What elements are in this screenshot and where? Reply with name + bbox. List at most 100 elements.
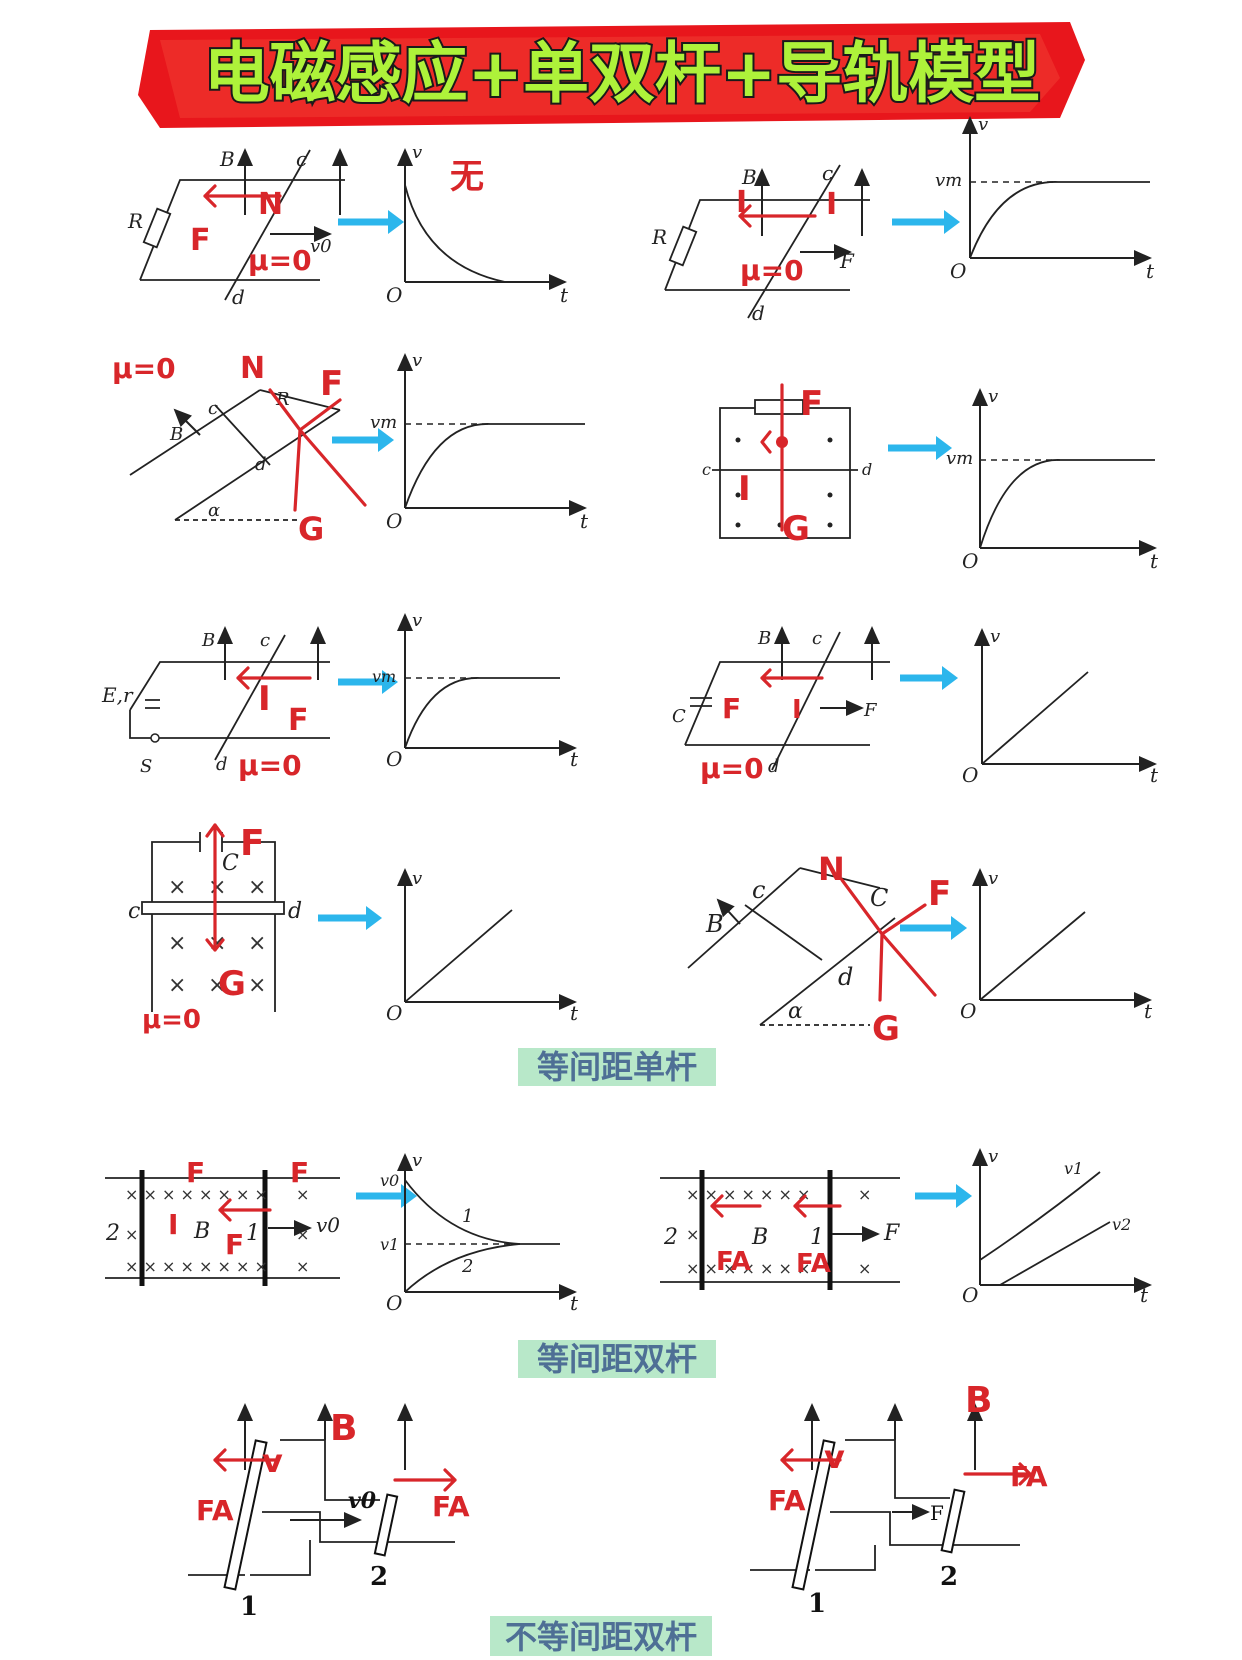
- cyan-arrowhead-5: [382, 670, 398, 694]
- axis-O3: O: [386, 509, 402, 533]
- graph-linear-1: v t O: [962, 626, 1159, 787]
- label-S: S: [140, 756, 152, 777]
- cyan-arrowhead-1: [388, 210, 404, 234]
- section-double-rod: 等间距双杆: [518, 1340, 716, 1378]
- label-Er: E,r: [101, 683, 134, 707]
- hw-FA-10a: FA: [716, 1247, 751, 1277]
- axis-O5: O: [386, 747, 402, 771]
- axis-v10: v: [988, 1146, 998, 1167]
- hw-B-12: B: [965, 1380, 992, 1421]
- label-B9: B: [193, 1219, 210, 1244]
- axis-O6: O: [962, 763, 978, 787]
- hw-I-6: I: [792, 695, 802, 725]
- axis-t7: t: [570, 1001, 579, 1025]
- label-F6: F: [863, 700, 878, 721]
- axis-v6: v: [990, 626, 1000, 647]
- graph-linear-2: v t O: [386, 868, 579, 1025]
- svg-text:× × × × × × ×: × × × × × × ×: [686, 1259, 810, 1278]
- svg-text:×: ×: [168, 973, 186, 998]
- label-B5: B: [201, 630, 215, 651]
- axis-O10: O: [962, 1283, 978, 1307]
- label-C8: C: [870, 884, 888, 912]
- hw-N-8: N: [818, 850, 845, 888]
- axis-O4: O: [962, 549, 978, 573]
- diagram-r-rails-f: R B c d F I I μ=0: [651, 161, 870, 325]
- label-R3: R: [275, 389, 290, 410]
- cyan-arrowhead-2: [944, 210, 960, 234]
- hw-F-9b: F: [290, 1156, 309, 1189]
- graph-linear-3: v t O: [960, 868, 1153, 1023]
- diagram-double-rods-v0: × × × × × × × × × × × × × × × × × ××× 2 …: [105, 1156, 340, 1286]
- axis-O7: O: [386, 1001, 402, 1025]
- hw-mu0-2: μ=0: [740, 254, 804, 287]
- axis-O9: O: [386, 1291, 402, 1315]
- hw-mu0-5: μ=0: [238, 749, 302, 782]
- label-rod-1c: 1: [240, 1592, 258, 1622]
- label-alpha8: α: [788, 999, 803, 1024]
- hw-I-2: I: [826, 187, 837, 222]
- diagram-double-rods-f: × × × × × × × × × × × × × × × ×× 2 1 B F…: [660, 1170, 900, 1290]
- diagram-unequal-f: 1 2 F B v FA FA: [750, 1380, 1048, 1619]
- label-v0-9: v0: [316, 1213, 340, 1237]
- label-B10: B: [751, 1225, 768, 1250]
- diagram-r-rails-v0: R B c d v0 F N μ=0: [127, 147, 348, 309]
- label-c3: c: [208, 398, 218, 419]
- axis-t10: t: [1140, 1283, 1149, 1307]
- label-rod-2b: 2: [663, 1225, 678, 1250]
- label-rod-2: 2: [105, 1221, 120, 1246]
- hw-F-9c: F: [225, 1228, 244, 1261]
- svg-text:×: ×: [248, 931, 266, 956]
- diagram-battery-rails: E,r S B c d I F μ=0: [101, 626, 330, 782]
- axis-t6: t: [1150, 763, 1159, 787]
- label-B2: B: [741, 165, 757, 189]
- svg-text:×: ×: [858, 1259, 871, 1278]
- axis-v1-9: v1: [380, 1235, 399, 1254]
- graph-decay: v t O 无: [386, 142, 569, 307]
- label-d6: d: [768, 756, 780, 777]
- label-c2: c: [822, 161, 833, 185]
- axis-v4: v: [988, 386, 998, 407]
- svg-text:×: ×: [296, 1257, 309, 1276]
- label-c6: c: [812, 628, 822, 649]
- diagram-vertical-frame-r: c d F I G: [702, 383, 872, 549]
- label-rod-2c: 2: [370, 1562, 388, 1592]
- svg-text:×: ×: [208, 931, 226, 956]
- diagram-incline-c: B c d C α N F G: [687, 850, 951, 1049]
- graph-rise-vm-3: v vm t O: [946, 386, 1159, 573]
- label-B6: B: [757, 628, 771, 649]
- diagram-unequal-v0: 1 2 v0 B v FA FA: [188, 1403, 470, 1622]
- hw-FA-10b: FA: [796, 1249, 831, 1279]
- label-c7: c: [128, 899, 140, 924]
- section-single-rod: 等间距单杆: [518, 1048, 716, 1086]
- hw-F-7: F: [240, 823, 265, 864]
- hw-mu0-6: μ=0: [700, 752, 764, 785]
- axis-vm2: vm: [370, 412, 397, 433]
- svg-text:×: ×: [208, 973, 226, 998]
- svg-text:× × × × × × × ×: × × × × × × × ×: [125, 1257, 268, 1276]
- label-F2: F: [839, 249, 855, 273]
- section-single-label: 等间距单杆: [537, 1048, 697, 1086]
- curve-label-1: 1: [462, 1206, 473, 1227]
- cyan-arrowhead-10: [956, 1184, 972, 1208]
- svg-text:×: ×: [125, 1225, 138, 1244]
- label-alpha: α: [208, 500, 220, 521]
- svg-text:×: ×: [168, 931, 186, 956]
- label-d: d: [232, 285, 245, 309]
- axis-t3: t: [580, 509, 589, 533]
- label-rod-1b: 1: [810, 1225, 824, 1250]
- axis-v0-9: v0: [380, 1171, 399, 1190]
- label-d4: d: [862, 460, 872, 479]
- label-F10: F: [883, 1221, 900, 1246]
- label-R2: R: [651, 225, 667, 249]
- cyan-arrowhead-4: [936, 436, 952, 460]
- hw-N-3: N: [240, 351, 265, 386]
- axis-v8: v: [988, 868, 998, 889]
- diagram-incline: B c d R α μ=0 N F G: [112, 351, 367, 548]
- graph-rise-vm-1: v vm t O: [935, 114, 1155, 283]
- hw-FA-11b: FA: [432, 1490, 470, 1523]
- axis-vm4: vm: [372, 667, 396, 686]
- axis-t8: t: [1144, 999, 1153, 1023]
- label-F12: F: [930, 1501, 944, 1525]
- hw-F-3: F: [320, 364, 343, 404]
